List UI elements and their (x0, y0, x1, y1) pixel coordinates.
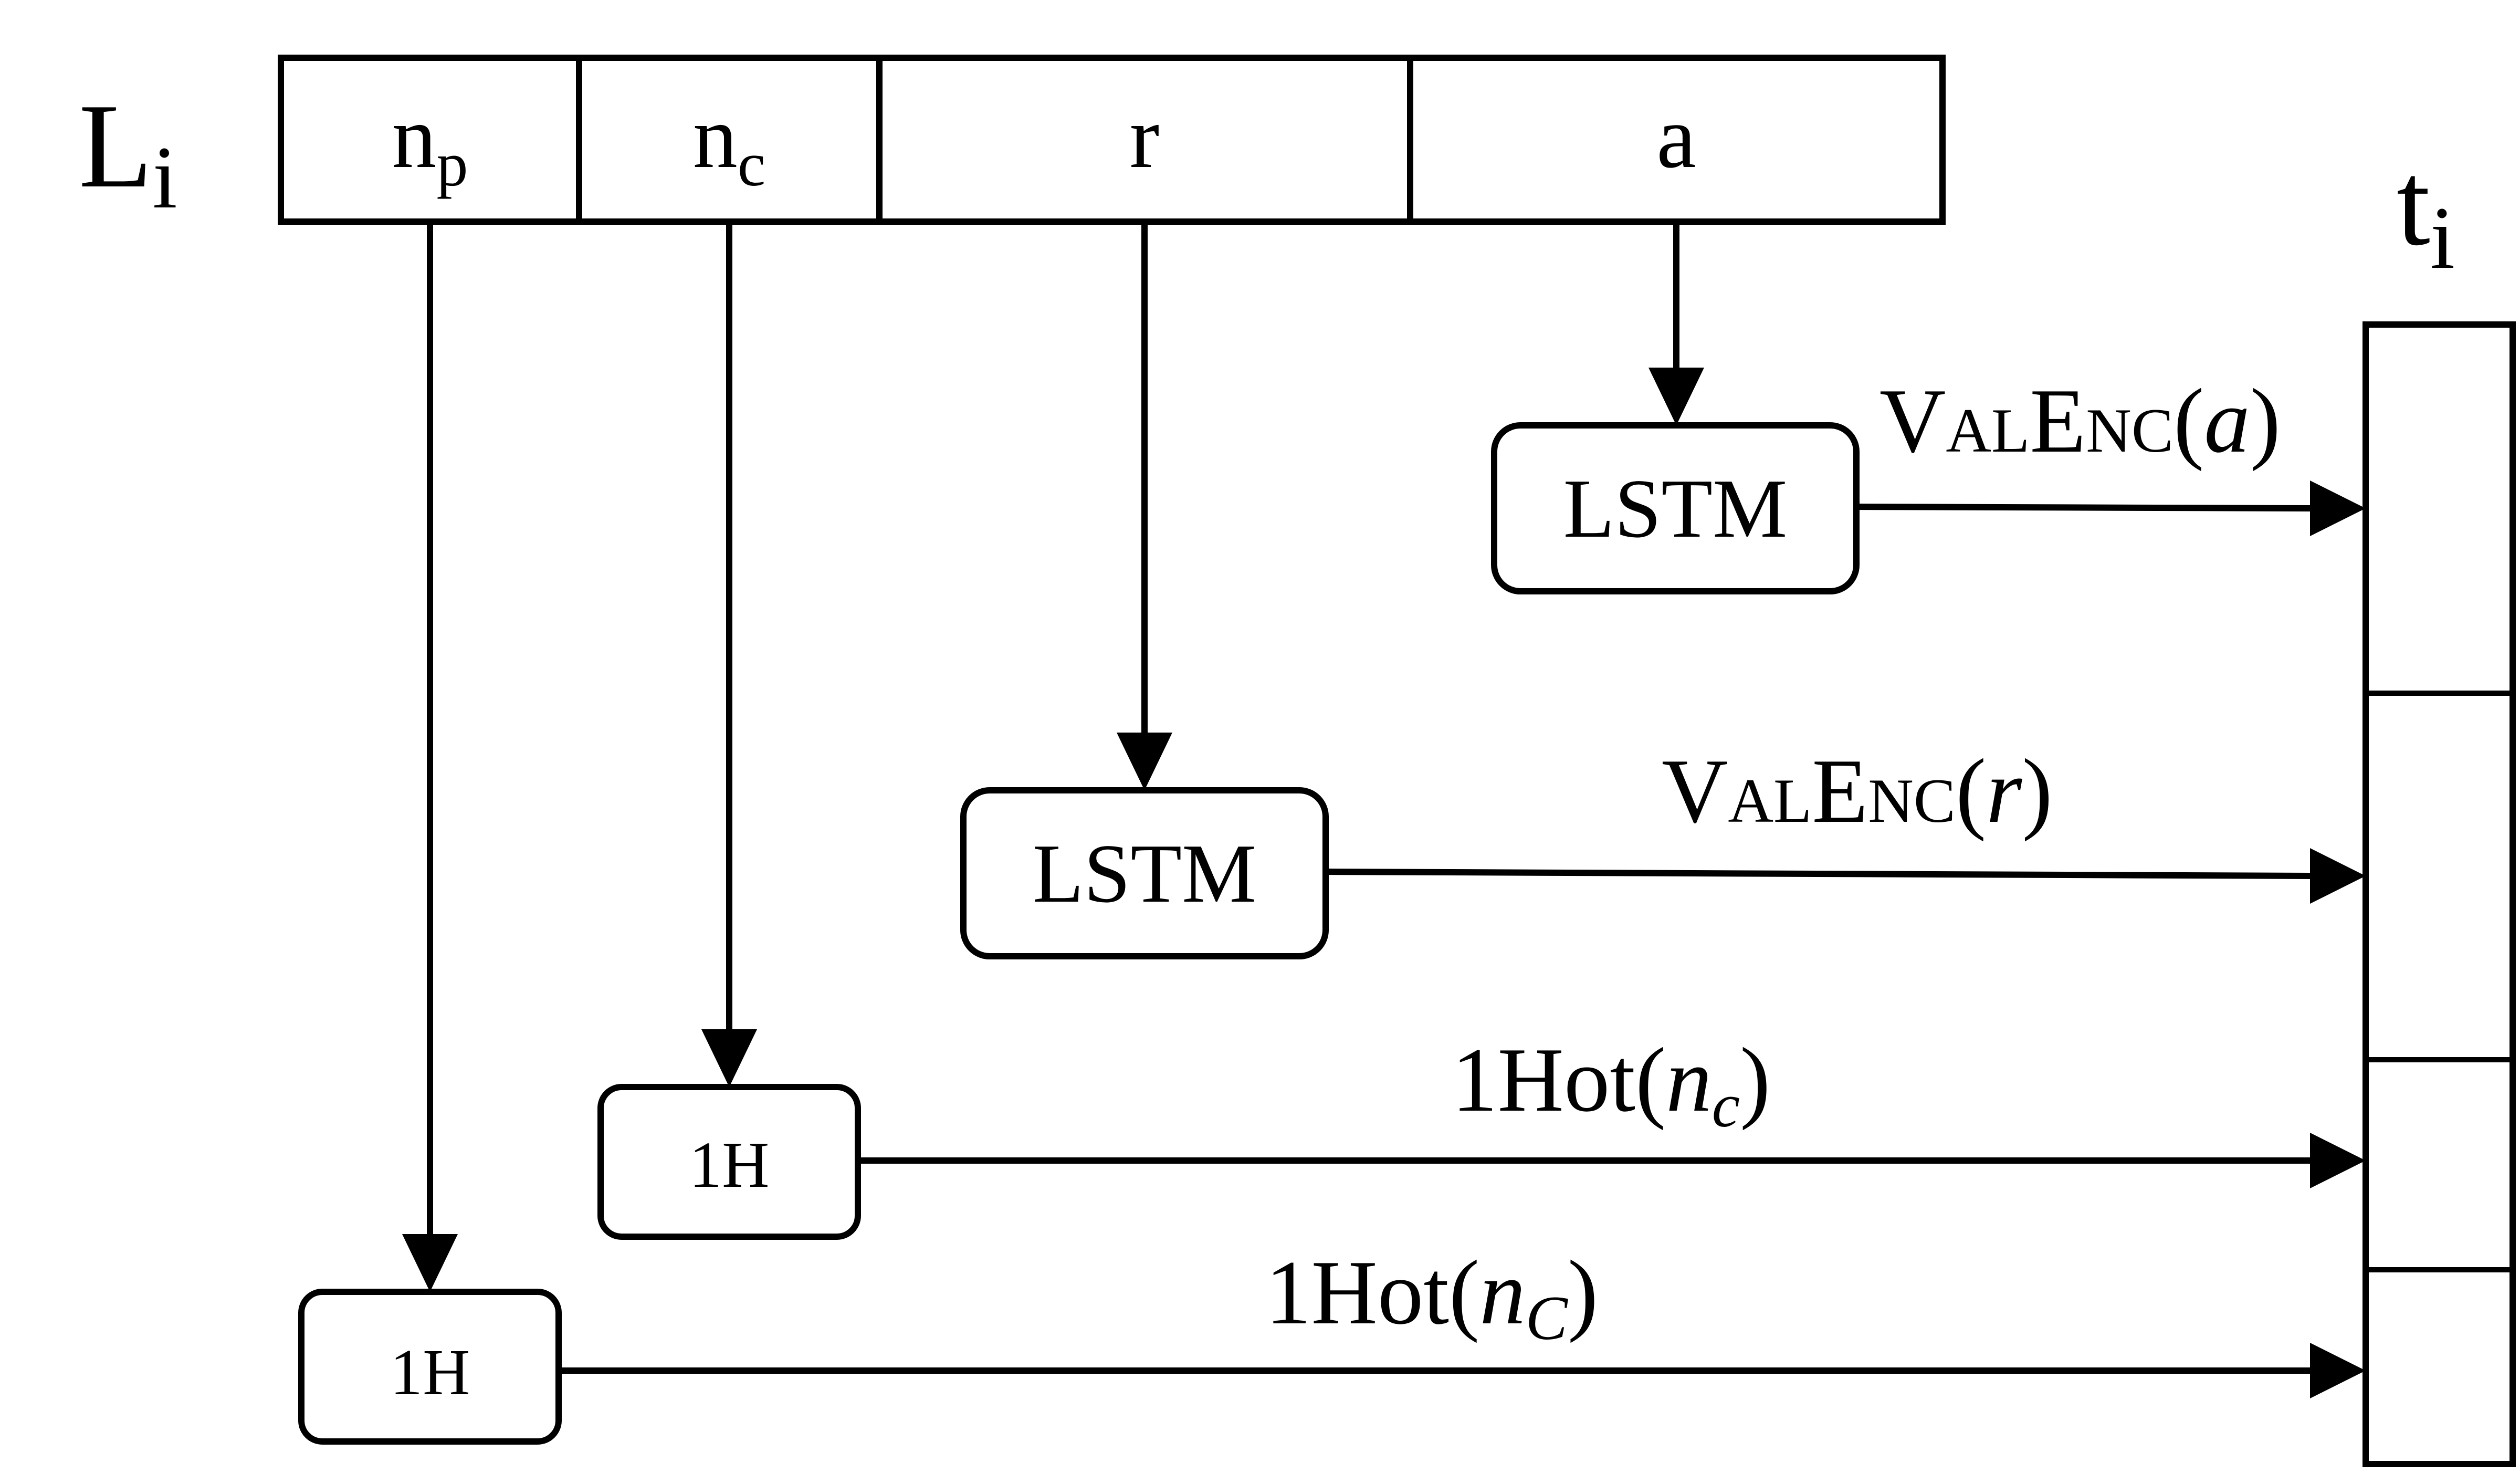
record-label: Li (79, 79, 177, 227)
arrowhead-nc-down (701, 1029, 757, 1087)
edge-label-onehot-np: 1Hot(nC) (1265, 1241, 1598, 1353)
arrowhead-np-right (2310, 1343, 2366, 1398)
target-label: ti (2397, 137, 2455, 287)
output-lines (559, 504, 2311, 1374)
field-arrowheads (402, 368, 1704, 1292)
field-r: r (1130, 88, 1160, 186)
lstm-a-label: LSTM (1563, 462, 1788, 555)
encoder-onehot-nc: 1H (597, 1084, 861, 1240)
arrowhead-r-right (2310, 848, 2366, 904)
edge-label-valenc-a: VALENC(a) (1880, 370, 2281, 472)
onehot-np-label: 1H (390, 1336, 470, 1409)
arrowhead-nc-right (2310, 1133, 2366, 1188)
field-connectors (427, 222, 1679, 1234)
edge-label-onehot-nc: 1Hot(nc) (1452, 1029, 1770, 1140)
output-arrowheads (2310, 480, 2366, 1398)
arrowhead-a-down (1648, 368, 1704, 425)
field-a: a (1656, 88, 1696, 186)
arrowhead-a-right (2310, 480, 2366, 536)
record-table: np nc r a (278, 55, 1946, 225)
field-np: np (392, 88, 468, 199)
encoder-lstm-r: LSTM (960, 787, 1329, 959)
arrowhead-r-down (1117, 733, 1172, 790)
encoder-lstm-a: LSTM (1491, 422, 1860, 594)
arrowhead-np-down (402, 1234, 458, 1292)
lstm-r-label: LSTM (1033, 827, 1257, 920)
edge-label-valenc-r: VALENC(r) (1662, 740, 2053, 842)
target-vector (2362, 321, 2516, 1467)
encoder-onehot-np: 1H (298, 1289, 562, 1445)
onehot-nc-label: 1H (689, 1129, 770, 1202)
field-nc: nc (693, 88, 765, 199)
